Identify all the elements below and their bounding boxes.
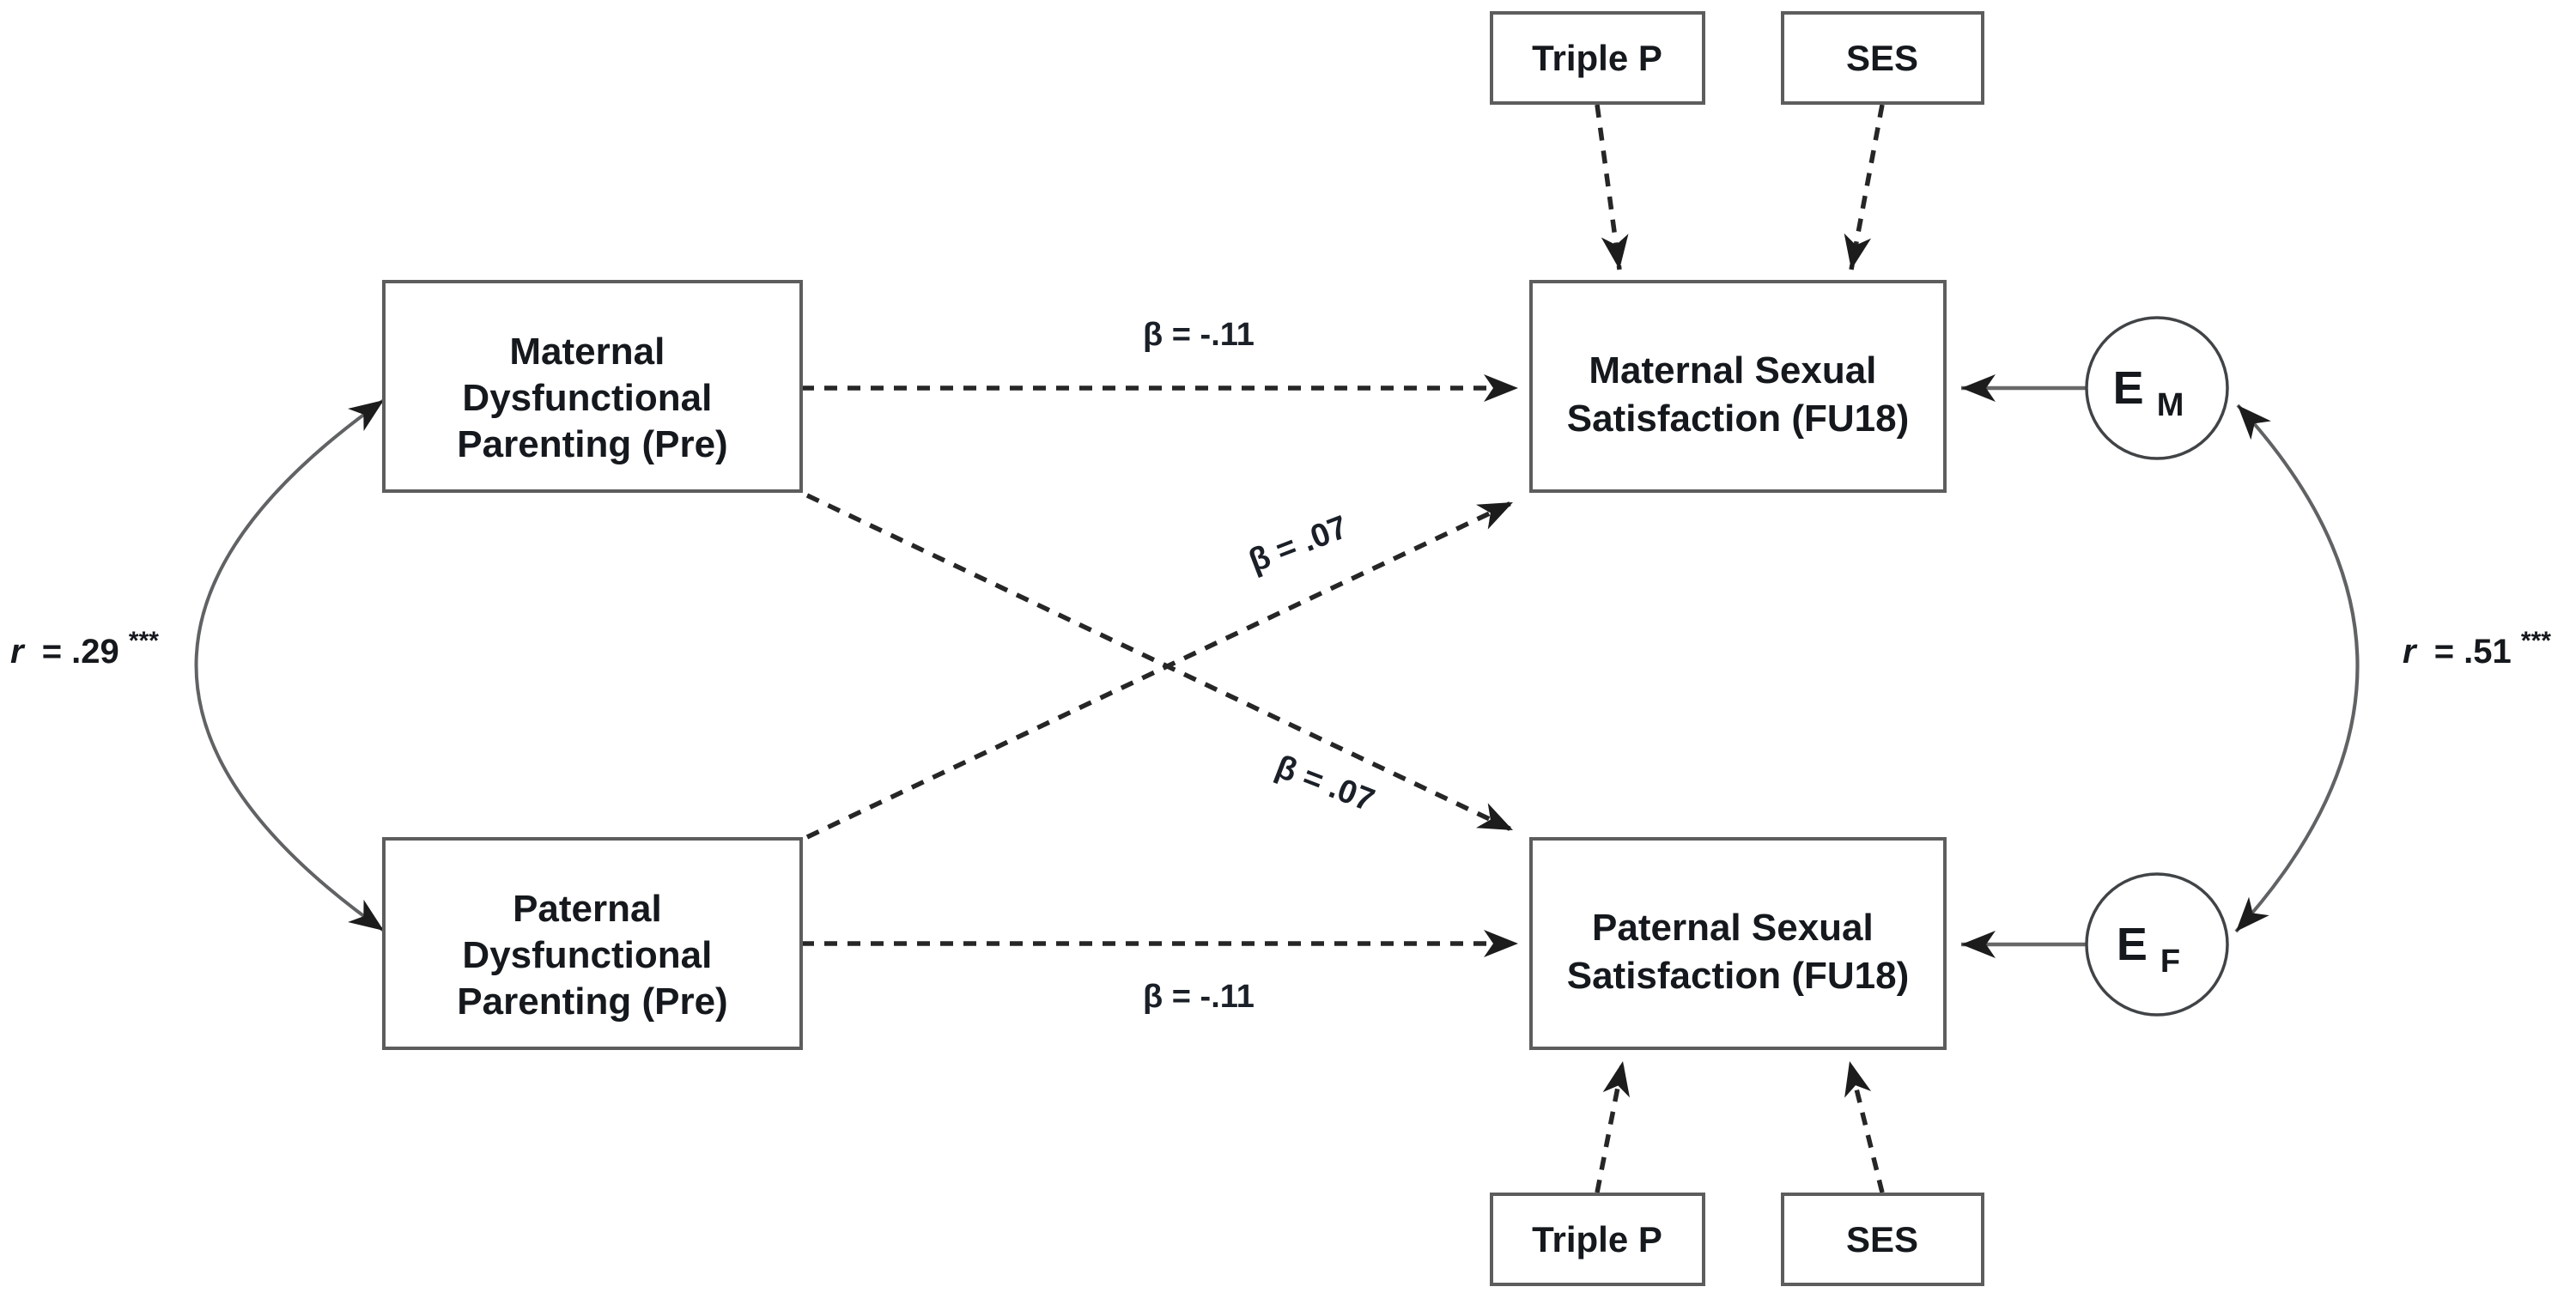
beta-paternal-direct-label: β = -.11 [1143, 979, 1255, 1015]
triple-p-top-label: Triple P [1532, 38, 1662, 78]
error-maternal-circle [2085, 316, 2229, 460]
beta-maternal-direct-label: β = -.11 [1143, 317, 1255, 353]
error-maternal-label: E M [2113, 362, 2184, 423]
parenting-correlation-curve [194, 398, 386, 932]
path-ses-top [1844, 104, 1885, 270]
maternal-parenting-box [382, 280, 803, 493]
maternal-satisfaction-label: Maternal Sexual Satisfaction (FU18) [1567, 349, 1910, 440]
maternal-parenting-label: Maternal Dysfunctional Parenting (Pre) [457, 331, 727, 465]
paternal-satisfaction-box [1529, 837, 1947, 1050]
error-paternal-label: E F [2117, 919, 2180, 980]
ses-bottom-box [1781, 1193, 1984, 1286]
triple-p-top-box [1490, 11, 1705, 105]
error-paternal-circle [2085, 872, 2229, 1017]
error-correlation-label: r = .51 *** [2403, 627, 2551, 671]
parenting-correlation-label: r = .29 *** [10, 627, 159, 671]
paternal-parenting-box [382, 837, 803, 1050]
triple-p-bottom-box [1490, 1193, 1705, 1286]
path-maternal-to-paternal-cross [805, 493, 1515, 833]
path-triple-p-bottom [1595, 1060, 1631, 1193]
error-correlation-curve [2234, 404, 2360, 933]
ses-top-label: SES [1846, 38, 1918, 78]
paternal-satisfaction-label: Paternal Sexual Satisfaction (FU18) [1567, 907, 1910, 997]
ses-bottom-label: SES [1846, 1219, 1918, 1260]
paternal-parenting-label: Paternal Dysfunctional Parenting (Pre) [457, 888, 727, 1023]
path-triple-p-top [1595, 104, 1629, 270]
path-paternal-to-maternal-cross [805, 500, 1515, 840]
path-ses-bottom [1844, 1060, 1885, 1193]
triple-p-bottom-label: Triple P [1532, 1219, 1662, 1260]
maternal-satisfaction-box [1529, 280, 1947, 493]
ses-top-box [1781, 11, 1984, 105]
beta-cross-upper-label: β = .07 [1244, 509, 1352, 580]
